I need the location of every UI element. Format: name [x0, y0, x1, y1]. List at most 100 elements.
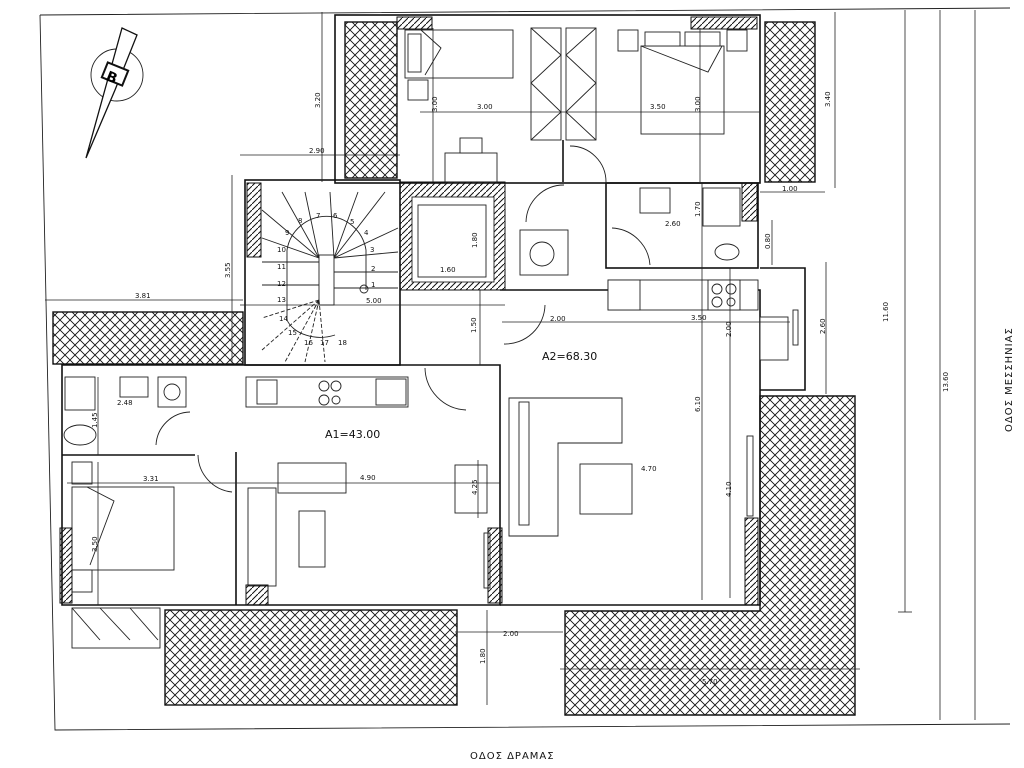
plot-boundary — [39, 7, 1011, 731]
stair-step-number: 3 — [370, 246, 374, 254]
washing-machine — [519, 229, 569, 276]
wall-hatch — [59, 527, 73, 604]
dim-label: 2.00 — [550, 315, 566, 323]
dim-label: 3.40 — [824, 91, 832, 107]
sink-left — [119, 376, 149, 398]
stair-tread — [329, 191, 335, 259]
dim-label: 3.00 — [477, 103, 493, 111]
door-swing — [155, 411, 191, 446]
wall-hatch — [487, 527, 503, 604]
stair-tread — [333, 227, 399, 259]
wall-hatch — [741, 182, 758, 222]
kitchen-right — [607, 279, 799, 361]
dim-label: 1.60 — [440, 266, 456, 274]
balcony-upper-left — [344, 21, 398, 179]
window — [746, 435, 754, 517]
stair-step-number: 11 — [277, 263, 286, 271]
dim-label: 4.25 — [471, 479, 479, 495]
wardrobe — [530, 27, 597, 141]
stair-step-number: 15 — [288, 329, 297, 337]
elevator-car — [411, 196, 495, 283]
washer-drum — [163, 383, 181, 401]
washing-machine-drum — [529, 241, 555, 267]
shower-left — [64, 376, 96, 411]
toilet — [714, 243, 740, 261]
stair-core — [318, 254, 335, 306]
stair-step-number: 1 — [371, 281, 375, 289]
terrace-bottom-left — [164, 609, 458, 706]
area-label-unit-2: A2=68.30 — [542, 350, 597, 363]
stair-tread — [304, 191, 320, 259]
dim-label: 1.80 — [471, 232, 479, 248]
stair-step-number: 6 — [333, 212, 338, 220]
stair-step-number: 14 — [279, 315, 288, 323]
terrace-left — [52, 311, 244, 365]
dim-label: 2.00 — [503, 630, 519, 638]
balcony-upper-right — [764, 21, 816, 183]
dim-label: 2.60 — [819, 318, 827, 334]
dim-label: 11.60 — [882, 302, 890, 322]
stair-step-number: 8 — [298, 217, 302, 225]
door-swing — [525, 184, 565, 223]
dim-label: 3.00 — [431, 96, 439, 112]
stair-step-number: 5 — [350, 218, 354, 226]
stair-step-number: 13 — [277, 296, 286, 304]
stair-tread — [304, 299, 320, 363]
dimension-labels: 3.20 2.90 3.55 3.81 5.00 1.50 1.80 1.60 … — [91, 91, 950, 686]
right-dimension-lines — [898, 10, 976, 720]
door-swing — [569, 145, 607, 183]
wall-hatch — [744, 517, 759, 606]
street-name-east: ΟΔΟΣ ΜΕΣΣΗΝΙΑΣ — [1004, 327, 1015, 432]
stair-tread — [261, 209, 320, 259]
dim-label: 1.50 — [470, 317, 478, 333]
dim-label: 1.80 — [479, 648, 487, 664]
north-arrow-icon: B — [85, 27, 144, 159]
dim-label: 6.10 — [694, 396, 702, 412]
dim-label: 3.50 — [691, 314, 707, 322]
stair-tread — [261, 237, 320, 259]
dim-label: 1.70 — [694, 201, 702, 217]
terrace-right-l-shaped — [564, 395, 856, 716]
dim-label: 0.80 — [764, 233, 772, 249]
dim-label: 2.90 — [309, 147, 325, 155]
door-swing — [503, 304, 546, 345]
stair-step-number: 9 — [285, 229, 289, 237]
washer-left — [157, 376, 187, 408]
dim-label: 2.00 — [725, 321, 733, 337]
stair-walkline — [286, 215, 367, 338]
wall-hatch — [396, 16, 433, 30]
dim-label: 13.60 — [942, 372, 950, 392]
kitchen-annex — [760, 267, 806, 391]
dim-label: 1.00 — [782, 185, 798, 193]
stair-step-number: 12 — [277, 280, 286, 288]
stair-tread — [281, 191, 320, 259]
wall-hatch — [690, 16, 758, 30]
dim-label: 1.45 — [91, 412, 99, 428]
stair-tread — [333, 191, 359, 259]
dim-label: 3.00 — [694, 96, 702, 112]
dim-label: 4.10 — [725, 481, 733, 497]
kitchen-left — [245, 376, 409, 408]
sink — [639, 187, 671, 214]
dim-label: 3.50 — [91, 536, 99, 552]
door-swing — [424, 367, 467, 411]
planter-box — [71, 607, 161, 649]
stair-start-marker — [359, 284, 369, 294]
door-swing — [197, 454, 233, 493]
stair-step-number: 2 — [371, 265, 375, 273]
wall-hatch — [246, 182, 262, 258]
stair-step-number: 17 — [320, 339, 329, 347]
wall-hatch — [245, 584, 269, 606]
stair-tread — [261, 299, 320, 319]
upper-block-outline — [334, 14, 761, 184]
dimension-lines — [67, 12, 860, 705]
bathroom-right — [605, 182, 759, 269]
dim-label: 4.70 — [641, 465, 657, 473]
elevator-door — [417, 204, 487, 278]
dim-label: 5.70 — [702, 678, 718, 686]
bedroom-right-furniture — [617, 29, 748, 135]
dim-label: 4.90 — [360, 474, 376, 482]
area-label-unit-1: A1=43.00 — [325, 428, 380, 441]
